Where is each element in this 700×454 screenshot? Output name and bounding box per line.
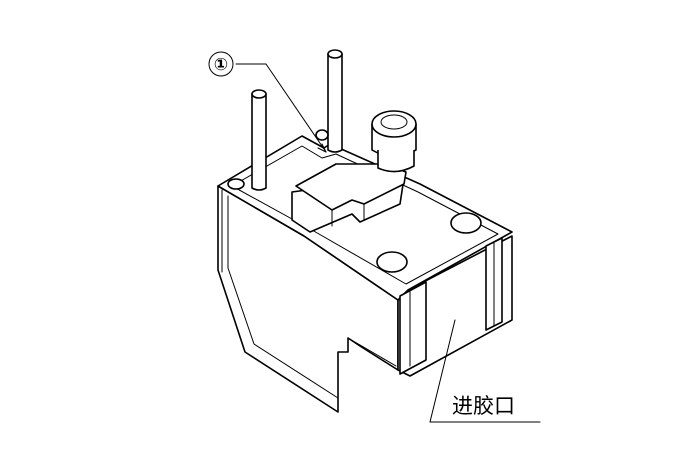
- gate-post-top: [371, 110, 417, 138]
- block-bevel-edge: [227, 195, 339, 399]
- leader-1: [235, 63, 327, 153]
- gate-label: 进胶口: [452, 394, 515, 418]
- front-rail-2: [399, 281, 427, 375]
- leader-1-arrow: [317, 143, 327, 153]
- pin-left-top: [251, 89, 267, 99]
- pin-left: [251, 93, 267, 191]
- pin-right: [327, 53, 343, 153]
- top-hole-left: [227, 178, 245, 190]
- pin-right-top: [327, 49, 343, 59]
- small-ring: [315, 129, 329, 141]
- gate-post-base: [377, 150, 415, 173]
- top-rim: [231, 145, 499, 285]
- leader-gate: [429, 319, 541, 423]
- marker-1-circle: [208, 51, 234, 77]
- top-hole-right: [450, 212, 482, 234]
- bottom-notch: [337, 337, 397, 413]
- marker-1-label: ①: [214, 55, 228, 75]
- gate-post-inner: [380, 114, 408, 130]
- runner-boss-edge: [331, 203, 365, 227]
- top-hole-front: [376, 251, 408, 273]
- runner-boss-top: [295, 163, 407, 211]
